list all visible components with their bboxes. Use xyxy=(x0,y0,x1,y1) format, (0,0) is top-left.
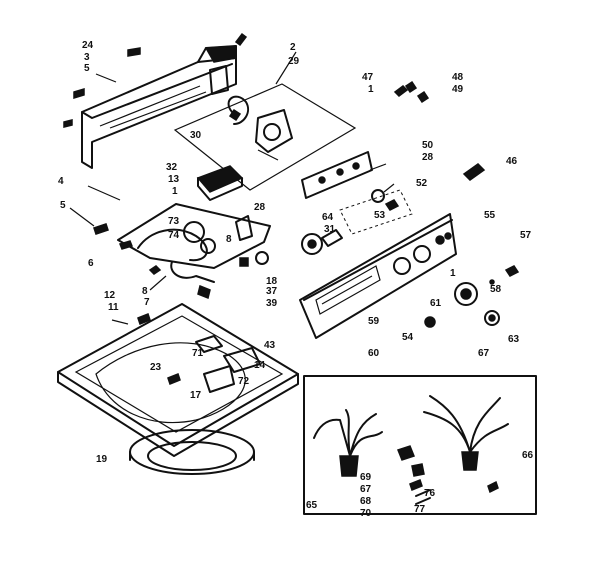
part-label-32: 32 xyxy=(166,162,178,173)
part-label-60: 60 xyxy=(368,348,380,359)
part-label-8: 8 xyxy=(142,286,148,297)
selector-switch xyxy=(339,189,413,235)
wiring-harness-inset xyxy=(303,375,537,515)
part-label-64: 64 xyxy=(322,212,334,223)
knob-icon xyxy=(462,163,486,181)
timer-mounting-plate xyxy=(173,83,357,191)
part-label-19: 19 xyxy=(96,454,108,465)
part-label-59: 59 xyxy=(368,316,380,327)
part-label-53: 53 xyxy=(374,210,386,221)
part-label-55: 55 xyxy=(484,210,496,221)
part-label-30: 30 xyxy=(190,130,202,141)
part-label-29: 29 xyxy=(288,56,300,67)
part-label-11: 11 xyxy=(108,302,119,313)
wire-harness xyxy=(148,251,269,300)
part-label-61: 61 xyxy=(430,298,442,309)
switch-bracket xyxy=(301,151,373,199)
part-label-43: 43 xyxy=(264,340,276,351)
part-label-1: 1 xyxy=(450,268,456,279)
part-label-50: 50 xyxy=(422,140,434,151)
part-label-77: 77 xyxy=(414,504,426,515)
part-label-6: 6 xyxy=(88,258,94,269)
part-label-5: 5 xyxy=(60,200,66,211)
part-label-70: 70 xyxy=(360,508,372,519)
part-label-76: 76 xyxy=(424,488,436,499)
part-label-58: 58 xyxy=(490,284,502,295)
part-label-24: 24 xyxy=(82,40,94,51)
part-label-74: 74 xyxy=(168,230,180,241)
part-label-66: 66 xyxy=(522,450,534,461)
part-label-63: 63 xyxy=(508,334,520,345)
part-label-18: 18 xyxy=(266,276,278,287)
control-knob xyxy=(424,265,520,328)
part-label-5: 5 xyxy=(84,63,90,74)
part-label-1: 1 xyxy=(368,84,374,95)
part-label-3: 3 xyxy=(84,52,90,63)
part-label-1: 1 xyxy=(172,186,178,197)
part-label-69: 69 xyxy=(360,472,372,483)
part-label-13: 13 xyxy=(168,174,180,185)
part-label-67: 67 xyxy=(478,348,490,359)
washer-top xyxy=(57,303,299,457)
part-label-4: 4 xyxy=(58,176,64,187)
part-label-49: 49 xyxy=(452,84,464,95)
tub-ring xyxy=(129,429,255,475)
part-label-7: 7 xyxy=(144,297,150,308)
part-label-46: 46 xyxy=(506,156,518,167)
screw-icon xyxy=(63,32,248,128)
part-label-68: 68 xyxy=(360,496,372,507)
part-label-73: 73 xyxy=(168,216,180,227)
part-label-28: 28 xyxy=(422,152,434,163)
part-label-67: 67 xyxy=(360,484,372,495)
part-label-31: 31 xyxy=(324,224,336,235)
control-bracket xyxy=(93,203,271,269)
part-label-57: 57 xyxy=(520,230,532,241)
part-label-47: 47 xyxy=(362,72,374,83)
part-label-48: 48 xyxy=(452,72,464,83)
leader-lines xyxy=(69,51,395,325)
part-label-37: 37 xyxy=(266,286,278,297)
part-label-52: 52 xyxy=(416,178,428,189)
part-label-12: 12 xyxy=(104,290,116,301)
part-label-14: 14 xyxy=(254,360,266,371)
control-console xyxy=(299,213,457,339)
part-label-39: 39 xyxy=(266,298,278,309)
pressure-switch xyxy=(301,229,343,255)
terminal-block xyxy=(196,165,244,201)
part-label-8: 8 xyxy=(226,234,232,245)
clip-hardware xyxy=(393,80,430,104)
part-label-28: 28 xyxy=(254,202,266,213)
part-label-23: 23 xyxy=(150,362,162,373)
part-label-17: 17 xyxy=(190,390,202,401)
part-label-65: 65 xyxy=(306,500,318,511)
part-label-72: 72 xyxy=(238,376,250,387)
part-label-54: 54 xyxy=(402,332,414,343)
part-label-71: 71 xyxy=(192,348,204,359)
backguard-panel xyxy=(81,45,237,169)
part-label-2: 2 xyxy=(290,42,296,53)
